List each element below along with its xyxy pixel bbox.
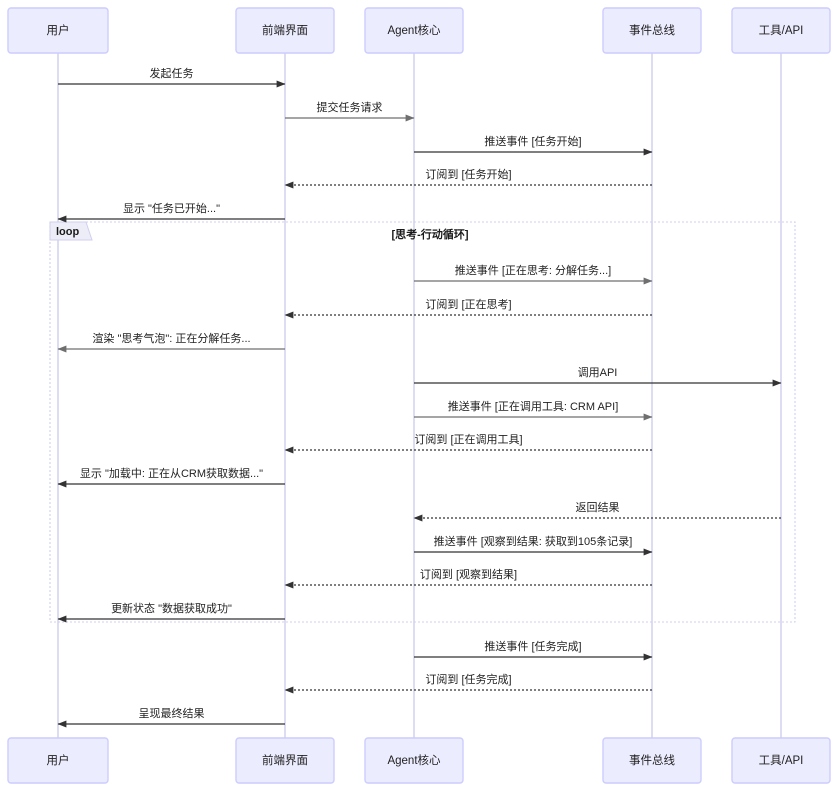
message-m6: 推送事件 [正在思考: 分解任务...] [414,263,653,285]
participant-box [7,737,109,784]
participant-label: 事件总线 [629,753,675,767]
message-label: 推送事件 [正在思考: 分解任务...] [455,263,611,277]
message-m10: 推送事件 [正在调用工具: CRM API] [414,399,653,421]
participant-frontend-bottom[interactable]: 前端界面 [235,737,335,784]
participant-eventbus-bottom[interactable]: 事件总线 [602,737,702,784]
loop-fragment-border [49,221,796,623]
participant-user-bottom[interactable]: 用户 [7,737,109,784]
participant-label: 事件总线 [629,23,675,37]
message-label: 渲染 "思考气泡": 正在分解任务... [92,331,250,345]
message-label: 推送事件 [任务完成] [484,639,581,653]
message-label: 返回结果 [576,501,620,514]
message-m14: 推送事件 [观察到结果: 获取到105条记录] [414,534,653,556]
message-m7: 订阅到 [正在思考] [284,298,652,319]
message-label: 更新状态 "数据获取成功" [111,601,232,615]
message-label: 订阅到 [正在调用工具] [414,433,522,446]
participant-box [364,7,464,54]
lifelines-layer [57,53,782,738]
message-label: 订阅到 [任务开始] [425,167,511,181]
loop-fragment: loop [思考-行动循环] [49,221,796,623]
message-m5: 显示 "任务已开始..." [57,201,285,223]
loop-fragment-layer: loop [思考-行动循环] [49,221,796,623]
message-label: 推送事件 [任务开始] [484,134,581,148]
participant-agent-bottom[interactable]: Agent核心 [364,737,464,784]
participant-box [364,737,464,784]
message-label: 推送事件 [观察到结果: 获取到105条记录] [434,534,633,548]
message-m17: 推送事件 [任务完成] [414,639,653,661]
actors-bottom-layer: 用户 前端界面 Agent核心 事件总线 工具/API [7,737,831,784]
message-m15: 订阅到 [观察到结果] [284,567,652,589]
participant-label: 工具/API [759,754,804,767]
message-m4: 订阅到 [任务开始] [284,167,652,189]
message-m16: 更新状态 "数据获取成功" [57,601,285,623]
participant-box [7,7,109,54]
participant-label: 用户 [47,753,70,767]
participant-box [602,7,702,54]
message-label: 显示 "加载中: 正在从CRM获取数据..." [80,466,263,480]
message-label: 订阅到 [任务完成] [425,672,511,686]
participant-eventbus-top[interactable]: 事件总线 [602,7,702,54]
loop-tag-label: loop [56,226,79,238]
message-label: 发起任务 [150,66,194,80]
participant-box [731,7,831,54]
participant-box [235,737,335,784]
message-label: 调用API [578,366,618,379]
message-m8: 渲染 "思考气泡": 正在分解任务... [57,331,285,353]
message-label: 提交任务请求 [317,100,383,114]
participant-box [731,737,831,784]
participant-label: Agent核心 [387,23,441,37]
message-m3: 推送事件 [任务开始] [414,134,653,156]
participant-box [602,737,702,784]
participant-tools-bottom[interactable]: 工具/API [731,737,831,784]
participant-tools-top[interactable]: 工具/API [731,7,831,54]
message-m18: 订阅到 [任务完成] [284,672,652,694]
participant-label: 前端界面 [262,23,308,37]
actors-top-layer: 用户 前端界面 Agent核心 事件总线 工具/API [7,7,831,54]
message-label: 订阅到 [观察到结果] [420,567,517,581]
message-label: 显示 "任务已开始..." [123,201,220,215]
message-label: 订阅到 [正在思考] [425,298,511,311]
participant-label: Agent核心 [387,753,441,767]
message-m2: 提交任务请求 [285,100,415,122]
loop-tag-shape [49,221,93,241]
message-m1: 发起任务 [58,66,286,88]
message-m12: 显示 "加载中: 正在从CRM获取数据..." [57,466,285,488]
message-m13: 返回结果 [413,501,781,522]
participant-frontend-top[interactable]: 前端界面 [235,7,335,54]
loop-condition-label: [思考-行动循环] [392,227,469,241]
message-label: 呈现最终结果 [139,706,205,720]
participant-label: 用户 [47,23,70,37]
message-m11: 订阅到 [正在调用工具] [284,433,652,454]
message-label: 推送事件 [正在调用工具: CRM API] [448,399,619,413]
participant-box [235,7,335,54]
participant-user-top[interactable]: 用户 [7,7,109,54]
participant-agent-top[interactable]: Agent核心 [364,7,464,54]
message-m19: 呈现最终结果 [57,706,285,728]
participant-label: 前端界面 [262,753,308,767]
message-m9: 调用API [414,366,782,387]
participant-label: 工具/API [759,24,804,37]
